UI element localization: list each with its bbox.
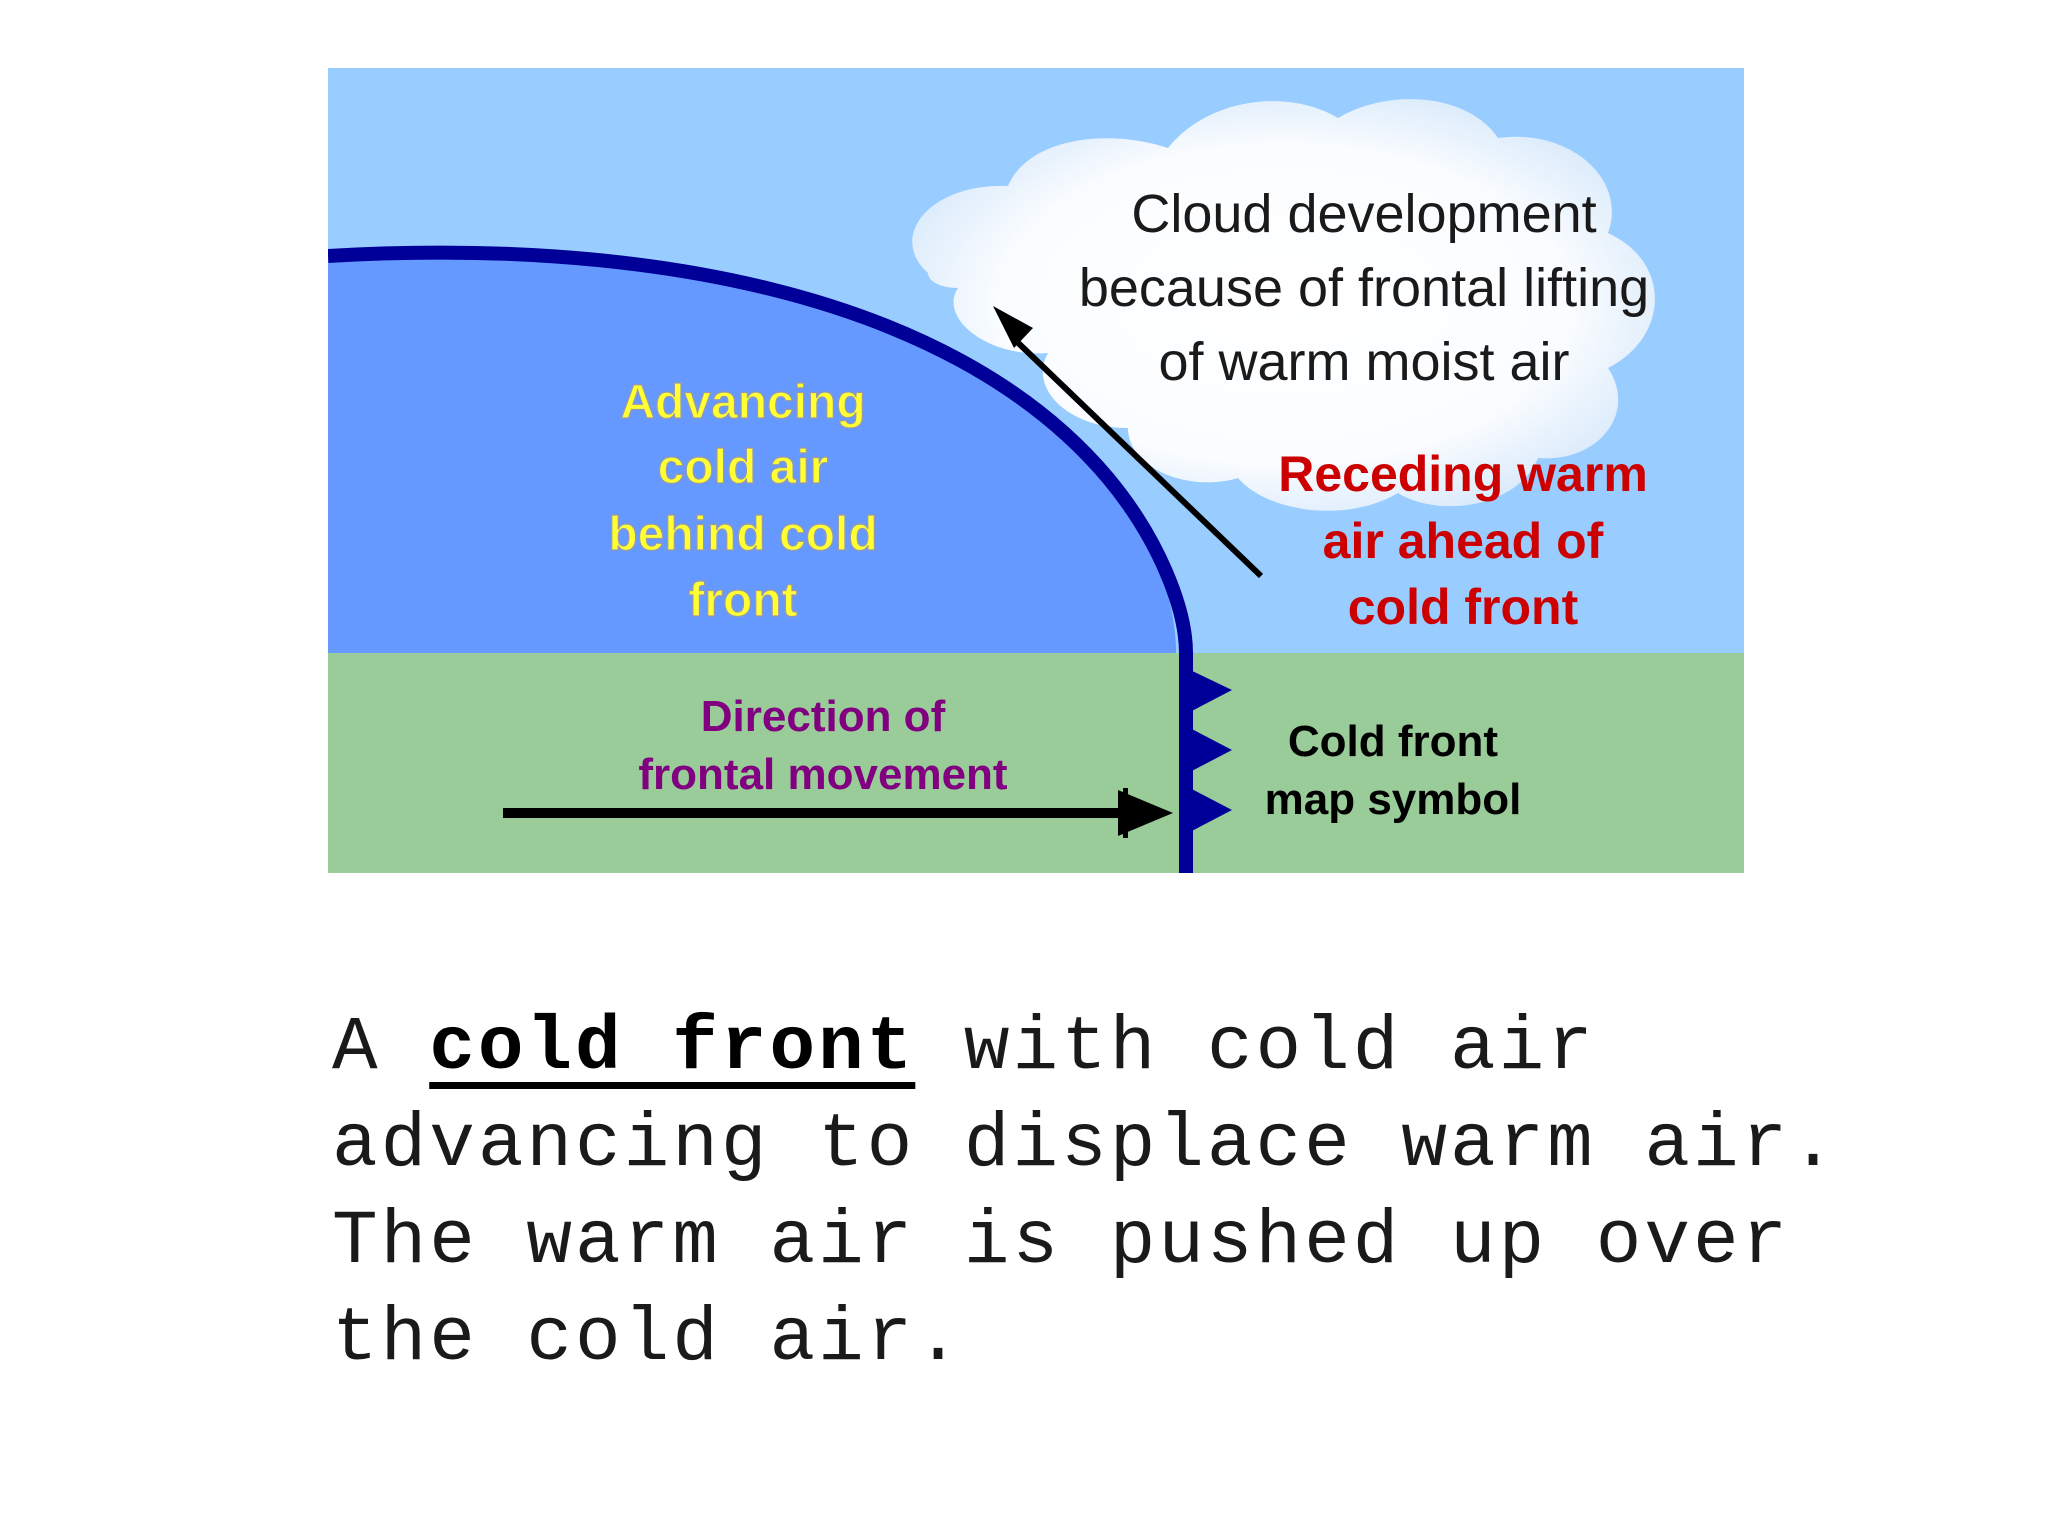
cold-air-label-line-4: front xyxy=(688,574,797,627)
direction-label-line-1: Direction of xyxy=(701,692,946,741)
caption-prefix: A xyxy=(332,1005,430,1091)
cold-front-triangle-3 xyxy=(1186,786,1232,834)
caption-term: cold front xyxy=(429,1005,916,1091)
ground-region xyxy=(328,653,1744,873)
warm-air-label-line-1: Receding warm xyxy=(1278,446,1648,502)
cold-air-label-line-2: cold air xyxy=(658,441,829,494)
cold-front-diagram: Cloud development because of frontal lif… xyxy=(328,68,1744,873)
cold-front-boundary xyxy=(328,245,1193,873)
cold-front-triangle-1 xyxy=(1186,668,1232,714)
cold-air-label-line-1: Advancing xyxy=(620,376,865,429)
caption-rest: with cold air advancing to displace warm… xyxy=(332,1005,1839,1382)
symbol-label-line-1: Cold front xyxy=(1288,717,1499,766)
caption-text: A cold front with cold air advancing to … xyxy=(332,1000,1892,1388)
direction-label-line-2: frontal movement xyxy=(638,750,1008,799)
lifting-arrow xyxy=(993,306,1264,579)
cold-air-mass xyxy=(328,252,1176,653)
cloud-label-line-1: Cloud development xyxy=(1131,184,1596,244)
symbol-label-line-2: map symbol xyxy=(1265,775,1522,824)
warm-air-label-line-2: air ahead of xyxy=(1323,513,1604,569)
cloud-shape xyxy=(912,99,1655,511)
cloud-label-line-2: because of frontal lifting xyxy=(1079,258,1649,318)
cloud-label-line-3: of warm moist air xyxy=(1158,332,1569,392)
cold-air-label-line-3: behind cold xyxy=(608,508,877,561)
cold-front-triangle-2 xyxy=(1186,726,1232,774)
direction-arrow xyxy=(503,788,1173,838)
warm-air-label-line-3: cold front xyxy=(1348,579,1579,635)
